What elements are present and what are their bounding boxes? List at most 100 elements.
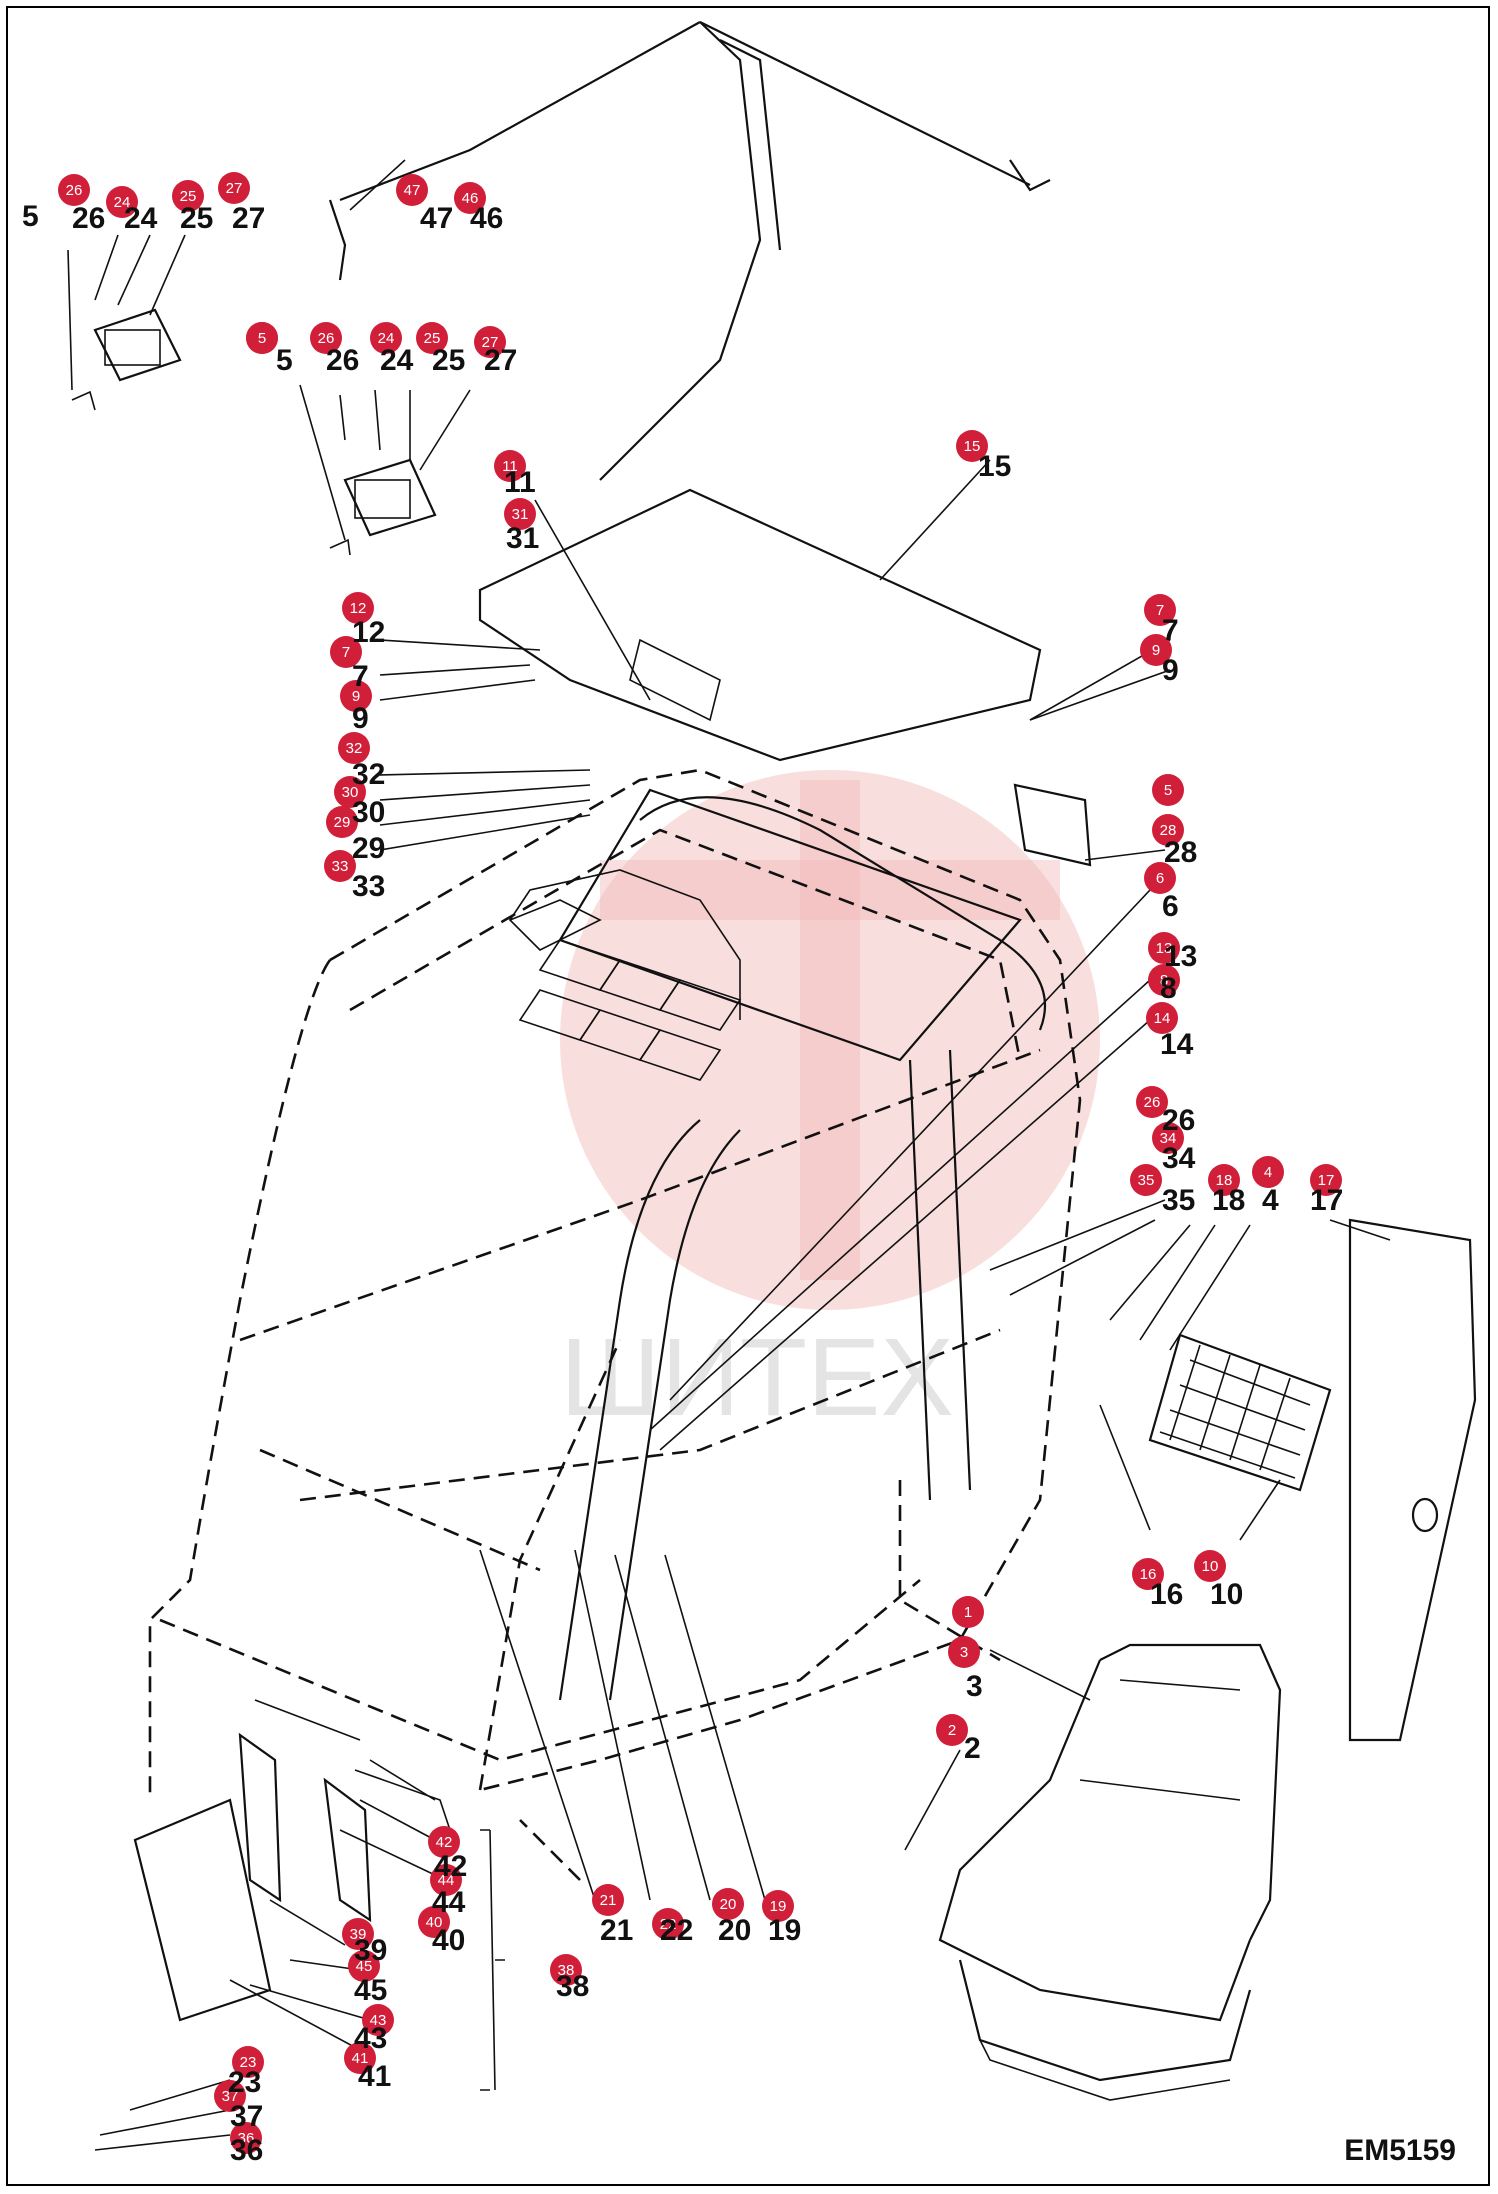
callout-circle: [310, 322, 342, 354]
part-label-5: 5: [22, 200, 39, 233]
roof-cover: [478, 488, 1042, 762]
callout-circle: [430, 1864, 462, 1896]
callout-39: 39: [342, 1918, 374, 1950]
part-label-8: 8: [1160, 972, 1177, 1005]
callout-number: 19: [770, 1898, 787, 1915]
callout-number: 27: [226, 180, 243, 197]
part-label-9: 9: [352, 702, 369, 735]
part-label-5: 5: [276, 344, 293, 377]
callout-circle: [106, 186, 138, 218]
part-label-21: 21: [600, 1914, 633, 1947]
part-label-15: 15: [978, 450, 1011, 483]
callout-number: 6: [1156, 870, 1164, 887]
watermark-logo: ШИТЕХ: [560, 770, 1100, 1439]
part-label-33: 33: [352, 870, 385, 903]
callout-number: 32: [346, 740, 363, 757]
callout-13: 13: [1148, 932, 1180, 964]
callout-16: 16: [1132, 1558, 1164, 1590]
part-label-32: 32: [352, 758, 385, 791]
callout-number: 1: [964, 1604, 972, 1621]
callout-circle: [348, 1950, 380, 1982]
callout-42: 42: [428, 1826, 460, 1858]
callout-number: 44: [438, 1872, 455, 1889]
callout-46: 46: [454, 182, 486, 214]
part-label-30: 30: [352, 796, 385, 829]
callout-circle: [1136, 1086, 1168, 1118]
callout-circle: [416, 322, 448, 354]
callout-circle: [418, 1906, 450, 1938]
callout-7: 7: [1144, 594, 1176, 626]
callout-circle: [330, 636, 362, 668]
part-label-38: 38: [556, 1970, 589, 2003]
callout-circle: [338, 732, 370, 764]
callout-31: 31: [504, 498, 536, 530]
callout-2: 2: [936, 1714, 968, 1746]
callout-number: 17: [1318, 1172, 1335, 1189]
part-label-26: 26: [1162, 1104, 1195, 1137]
callout-5: 5: [246, 322, 278, 354]
callout-number: 11: [502, 458, 518, 475]
callout-number: 24: [114, 194, 131, 211]
callout-circle: [1148, 964, 1180, 996]
callout-number: 41: [352, 2050, 369, 2067]
callout-circle: [504, 498, 536, 530]
callout-number: 30: [342, 784, 359, 801]
callout-number: 23: [240, 2054, 257, 2071]
callout-33: 33: [324, 850, 356, 882]
part-label-20: 20: [718, 1914, 751, 1947]
callout-number: 25: [180, 188, 197, 205]
callout-number: 21: [600, 1892, 617, 1909]
work-light-right: [329, 458, 437, 556]
callout-circle: [474, 326, 506, 358]
part-label-46: 46: [470, 202, 503, 235]
part-label-13: 13: [1164, 940, 1197, 973]
callout-number: 29: [334, 814, 351, 831]
callout-number: 26: [66, 182, 83, 199]
callout-number: 35: [1138, 1172, 1155, 1189]
part-label-11: 11: [504, 466, 536, 499]
part-label-18: 18: [1212, 1184, 1245, 1217]
callout-number: 24: [378, 330, 395, 347]
callout-circle: [550, 1954, 582, 1986]
callout-25: 25: [416, 322, 448, 354]
callout-36: 36: [230, 2122, 262, 2154]
part-label-7: 7: [1162, 614, 1179, 647]
callout-circle: [218, 172, 250, 204]
part-label-31: 31: [506, 522, 539, 555]
part-label-24: 24: [380, 344, 414, 377]
part-label-25: 25: [432, 344, 465, 377]
callout-number: 26: [318, 330, 335, 347]
part-label-16: 16: [1150, 1578, 1183, 1611]
callout-circle: [246, 322, 278, 354]
part-label-12: 12: [352, 616, 385, 649]
part-label-7: 7: [352, 660, 369, 693]
callout-number: 9: [352, 688, 360, 705]
callout-circle: [1252, 1156, 1284, 1188]
callout-number: 7: [342, 644, 350, 661]
part-label-28: 28: [1164, 836, 1197, 869]
callout-number: 4: [1264, 1164, 1272, 1181]
part-label-23: 23: [228, 2066, 261, 2099]
callout-circle: [370, 322, 402, 354]
callout-9: 9: [1140, 634, 1172, 666]
callout-number: 15: [964, 438, 981, 455]
rear-light: [1013, 783, 1092, 867]
callout-number: 37: [222, 2088, 239, 2105]
part-label-10: 10: [1210, 1578, 1243, 1611]
callout-circle: [340, 680, 372, 712]
part-label-47: 47: [420, 202, 453, 235]
callout-circle: [344, 2042, 376, 2074]
callout-24: 24: [370, 322, 402, 354]
leader-lines: [67, 159, 1391, 2151]
callout-circle: [762, 1890, 794, 1922]
callout-markers: 2624252754746526242527151131127979323029…: [58, 172, 1342, 2154]
callout-15: 15: [956, 430, 988, 462]
callout-number: 9: [1152, 642, 1160, 659]
callout-circle: [172, 180, 204, 212]
callout-12: 12: [342, 592, 374, 624]
callout-1: 1: [952, 1596, 984, 1628]
callout-circle: [494, 450, 526, 482]
callout-11: 11: [494, 450, 526, 482]
callout-number: 39: [350, 1926, 367, 1943]
callout-number: 27: [482, 334, 499, 351]
